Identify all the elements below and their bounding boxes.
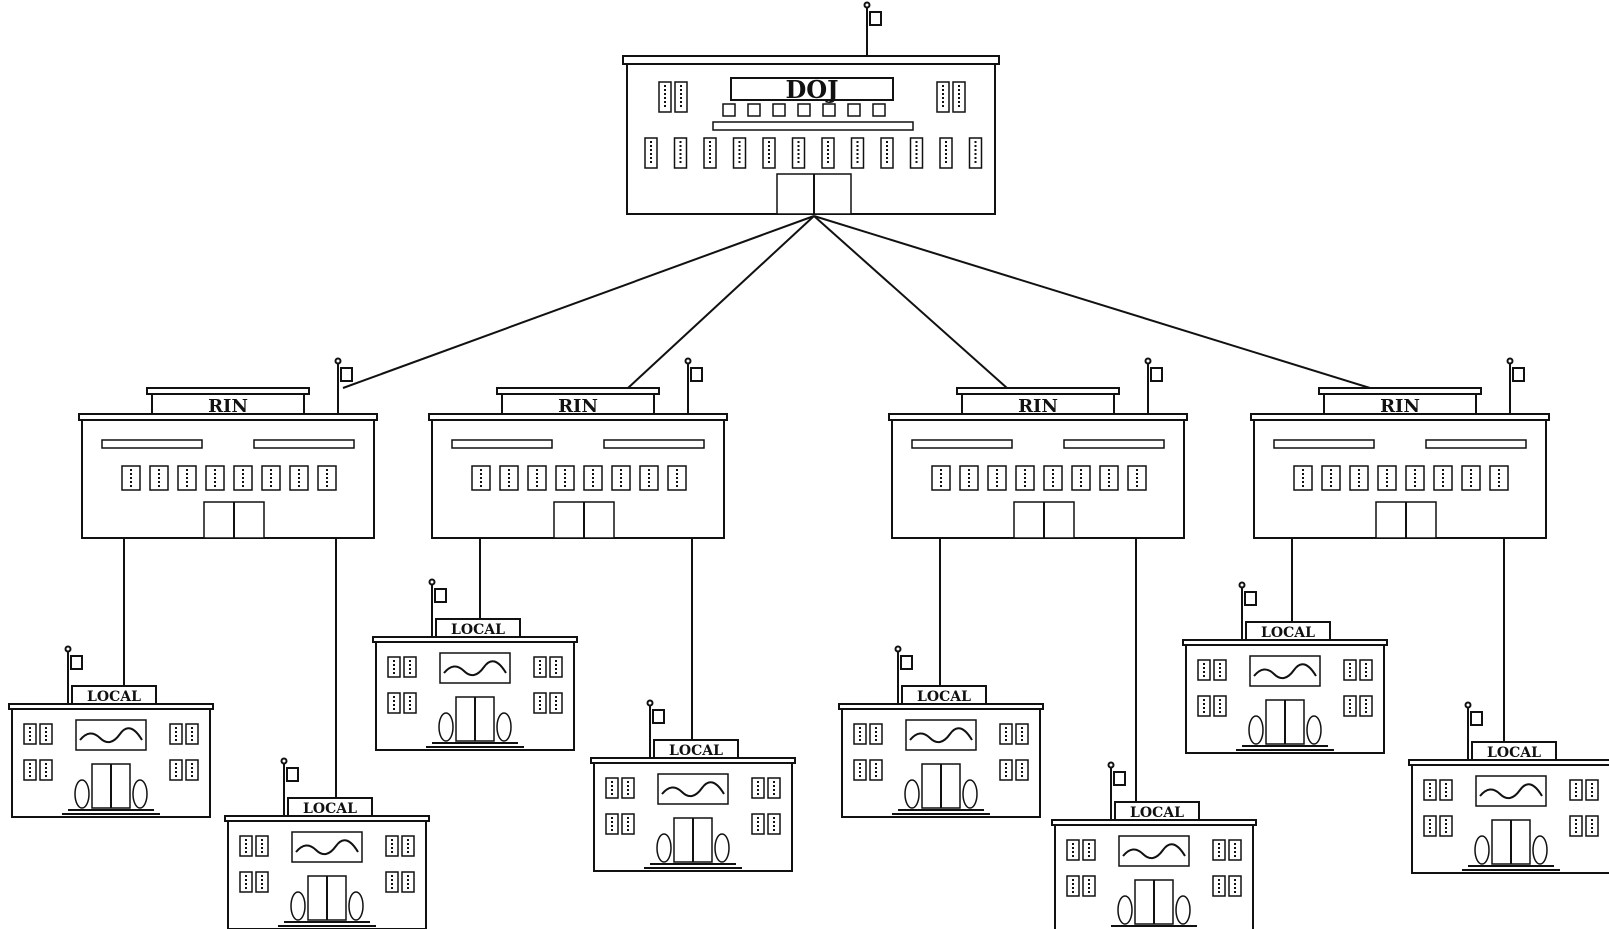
local-label: LOCAL [1487,745,1541,761]
small-window [848,104,860,116]
edge-doj-to-rin-1 [343,216,814,388]
flag-pole-knob [1146,359,1151,364]
flag-pole-knob [865,3,870,8]
flag-pole-knob [896,647,901,652]
local-building-4-2: LOCAL [1409,703,1609,874]
small-window [873,104,885,116]
edge-doj-to-rin-3 [814,216,1007,388]
local-building-4-1: LOCAL [1183,583,1387,754]
rin-building-2: RIN [429,359,727,539]
shrub-right [133,780,147,808]
flag-pole-knob [1240,583,1245,588]
flag-pole-knob [282,759,287,764]
small-window [823,104,835,116]
flag-icon [1245,592,1256,605]
shrub-left [657,834,671,862]
flag-pole-knob [648,701,653,706]
flag-icon [870,12,881,25]
shrub-left [1475,836,1489,864]
small-window [723,104,735,116]
flag-icon [1114,772,1125,785]
local-label: LOCAL [87,689,141,705]
rin-building-3: RIN [889,359,1187,539]
shrub-right [963,780,977,808]
doj-label: DOJ [785,75,838,104]
rin-building-1: RIN [79,359,377,539]
roof [623,56,999,64]
local-building-3-2: LOCAL [1052,763,1256,929]
shrub-left [1118,896,1132,924]
shrub-right [497,713,511,741]
flag-icon [435,589,446,602]
flag-pole-knob [66,647,71,652]
ledge-right [254,440,354,448]
flag-icon [653,710,664,723]
ledge-left [452,440,552,448]
building-nodes: DOJ RIN LOCAL LOCAL RIN LOCAL LOCAL RIN LOCAL LOC… [9,3,1609,929]
local-label: LOCAL [917,689,971,705]
local-building-1-2: LOCAL [225,759,429,929]
doj-building: DOJ [623,3,999,215]
flag-pole-knob [430,580,435,585]
small-window [748,104,760,116]
flag-icon [287,768,298,781]
ledge-left [1274,440,1374,448]
rin-building-4: RIN [1251,359,1549,539]
ledge-left [912,440,1012,448]
local-label: LOCAL [1130,805,1184,821]
shrub-right [1533,836,1547,864]
shrub-left [905,780,919,808]
shrub-right [1176,896,1190,924]
flag-icon [1513,368,1524,381]
flag-icon [901,656,912,669]
edge-doj-to-rin-4 [814,216,1370,388]
ledge-right [604,440,704,448]
shrub-right [349,892,363,920]
local-building-2-1: LOCAL [373,580,577,751]
flag-icon [691,368,702,381]
small-window [773,104,785,116]
edge-doj-to-rin-2 [628,216,814,388]
flag-pole-knob [336,359,341,364]
local-label: LOCAL [451,622,505,638]
ledge-right [1426,440,1526,448]
shrub-left [1249,716,1263,744]
local-label: LOCAL [1261,625,1315,641]
ledge-left [102,440,202,448]
flag-icon [1151,368,1162,381]
flag-icon [71,656,82,669]
local-label: LOCAL [303,801,357,817]
shrub-right [715,834,729,862]
shrub-left [439,713,453,741]
shrub-left [75,780,89,808]
flag-pole-knob [1508,359,1513,364]
flag-icon [1471,712,1482,725]
local-building-1-1: LOCAL [9,647,213,818]
shrub-left [291,892,305,920]
local-label: LOCAL [669,743,723,759]
ledge-right [1064,440,1164,448]
flag-pole-knob [1109,763,1114,768]
flag-icon [341,368,352,381]
flag-pole-knob [1466,703,1471,708]
small-window [798,104,810,116]
balcony [713,122,913,130]
flag-pole-knob [686,359,691,364]
shrub-right [1307,716,1321,744]
